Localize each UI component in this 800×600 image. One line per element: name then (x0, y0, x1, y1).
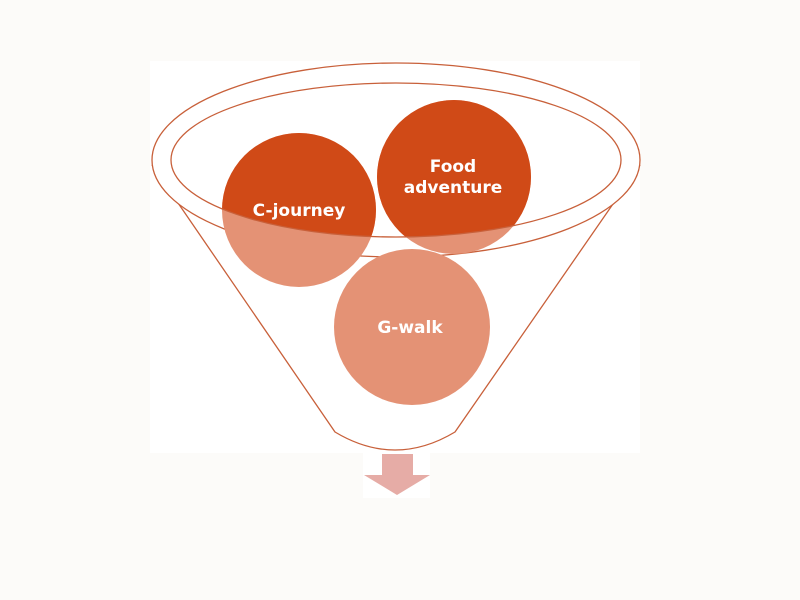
funnel-inner-rim (170, 82, 622, 238)
circle-g-walk (334, 249, 490, 405)
label-food: Food (430, 157, 476, 177)
label-c-journey: C-journey (253, 201, 346, 221)
label-g-walk: G-walk (377, 318, 443, 338)
label-adventure: adventure (404, 178, 503, 198)
circle-food-adventure-inside (377, 100, 531, 237)
circle-c-journey-inside (222, 133, 376, 237)
funnel-body (151, 164, 641, 451)
down-arrow-icon (364, 454, 430, 495)
